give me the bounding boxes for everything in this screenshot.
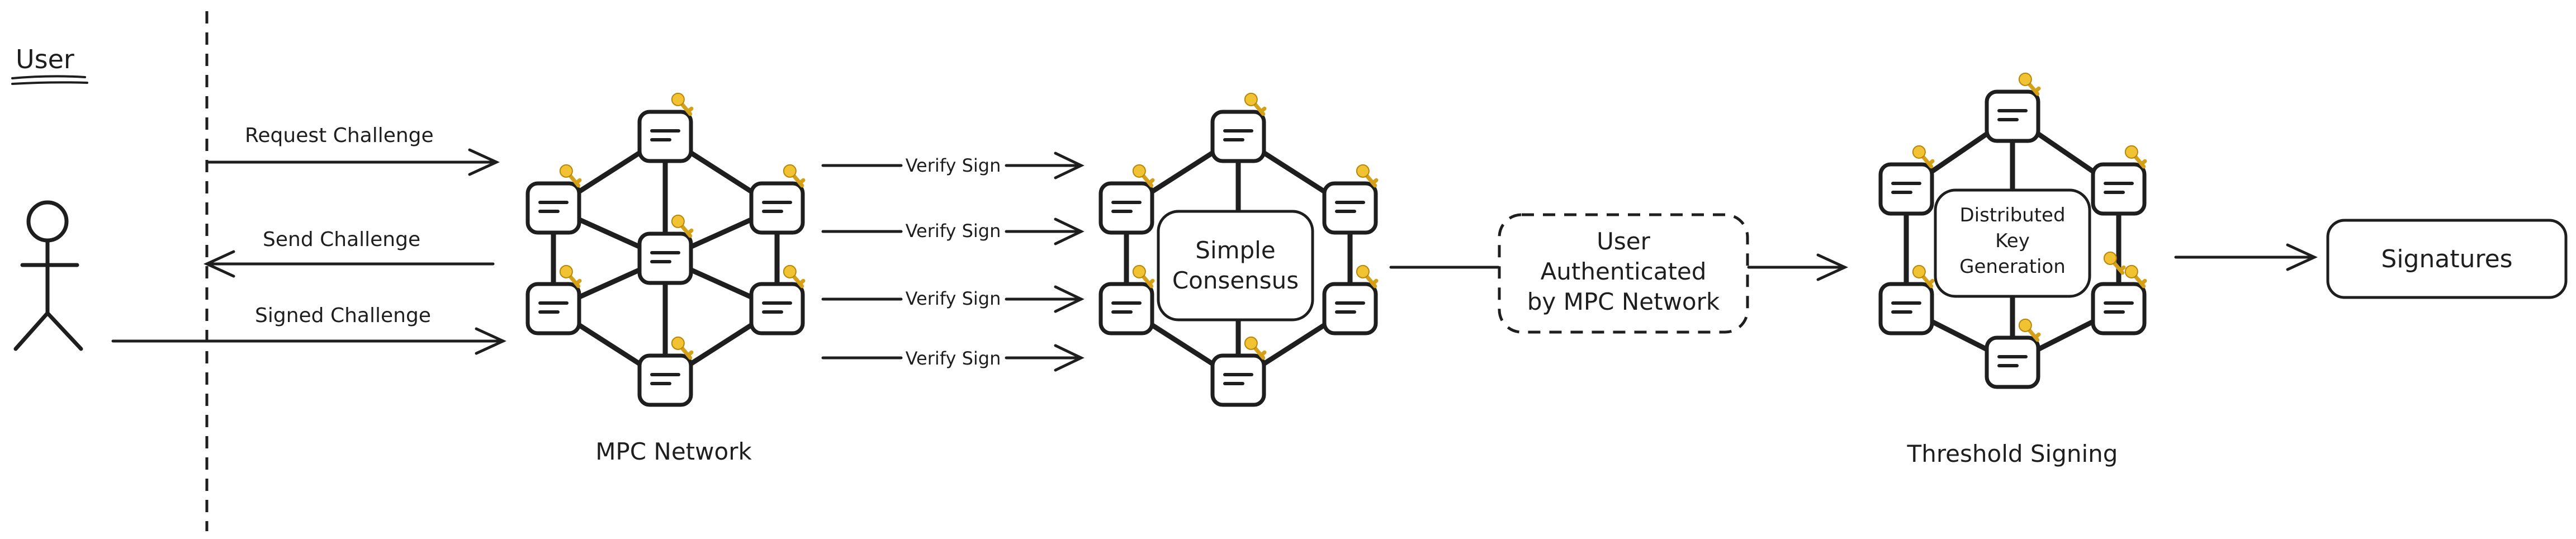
message-request-arrow xyxy=(205,148,500,176)
server-node-icon xyxy=(1878,162,1934,216)
user-title-underline xyxy=(11,75,88,85)
verify-sign-label: Verify Sign xyxy=(906,155,1001,176)
verify-sign-arrow xyxy=(821,344,1085,372)
key-icon xyxy=(1132,264,1155,289)
server-node-icon xyxy=(2091,162,2147,216)
verify-sign-arrow xyxy=(821,152,1085,179)
key-icon xyxy=(1912,264,1935,289)
dkg-box xyxy=(1934,188,2091,298)
consensus-cluster xyxy=(1098,92,1379,407)
server-node-icon xyxy=(637,353,693,407)
dkg-label-line1: Distributed xyxy=(1959,204,2065,226)
server-node-icon xyxy=(1985,335,2040,389)
key-icon xyxy=(671,336,694,360)
authenticated-label-line2: Authenticated xyxy=(1541,258,1707,285)
consensus-box xyxy=(1157,210,1314,321)
key-icon xyxy=(671,214,694,238)
consensus-label-line1: Simple xyxy=(1195,237,1275,264)
verify-sign-label: Verify Sign xyxy=(906,288,1001,309)
server-node-icon xyxy=(525,282,581,335)
stick-figure-icon xyxy=(13,200,83,351)
dkg-label-line3: Generation xyxy=(1959,256,2066,278)
server-node-icon xyxy=(1098,181,1154,235)
key-icon xyxy=(783,164,806,188)
key-icon xyxy=(1132,164,1155,188)
verify-sign-label: Verify Sign xyxy=(906,348,1001,369)
key-icon xyxy=(2018,72,2041,96)
key-icon xyxy=(671,92,694,116)
key-icon xyxy=(2018,318,2041,342)
threshold-signing-label: Threshold Signing xyxy=(1907,440,2118,467)
server-node-icon xyxy=(525,181,581,235)
server-node-icon xyxy=(1322,181,1378,235)
user-authenticated-box xyxy=(1498,213,1749,334)
dkg-to-signatures-arrow xyxy=(2174,243,2318,271)
verify-sign-arrows xyxy=(821,152,1085,372)
verify-sign-arrow xyxy=(821,218,1085,245)
mpc-network-cluster xyxy=(525,92,806,407)
key-icon xyxy=(2124,264,2147,289)
key-icon xyxy=(783,264,806,289)
signatures-box xyxy=(2326,219,2568,299)
authenticated-label-line1: User xyxy=(1597,228,1650,255)
key-icon xyxy=(559,164,582,188)
verify-sign-arrow xyxy=(821,285,1085,313)
message-request-label: Request Challenge xyxy=(245,124,434,147)
message-send-label: Send Challenge xyxy=(263,228,420,251)
consensus-label-line2: Consensus xyxy=(1172,267,1299,294)
message-signed-arrow xyxy=(111,327,507,355)
server-node-icon xyxy=(2091,282,2147,335)
server-node-icon xyxy=(637,231,693,285)
server-node-icon xyxy=(1210,110,1266,163)
key-icon xyxy=(2103,251,2126,275)
auth-to-dkg-arrow xyxy=(1747,253,1849,281)
dkg-label-line2: Key xyxy=(1995,230,2030,252)
key-icon xyxy=(1244,92,1267,116)
server-node-icon xyxy=(1985,89,2040,143)
server-node-icon xyxy=(1878,282,1934,335)
user-title: User xyxy=(16,44,74,74)
authenticated-label-line3: by MPC Network xyxy=(1527,288,1720,315)
message-signed-label: Signed Challenge xyxy=(255,304,431,327)
server-node-icon xyxy=(1098,282,1154,335)
message-send-arrow xyxy=(203,250,495,278)
key-icon xyxy=(1244,336,1267,360)
key-icon xyxy=(2124,145,2147,169)
key-icon xyxy=(1912,145,1935,169)
key-icon xyxy=(559,264,582,289)
server-node-icon xyxy=(1322,282,1378,335)
verify-sign-label: Verify Sign xyxy=(906,220,1001,242)
key-icon xyxy=(1356,264,1379,289)
key-icon xyxy=(1356,164,1379,188)
signatures-label: Signatures xyxy=(2381,245,2512,273)
threshold-signing-cluster xyxy=(1878,72,2147,389)
mpc-network-label: MPC Network xyxy=(595,438,752,465)
server-node-icon xyxy=(1210,353,1266,407)
server-node-icon xyxy=(749,181,805,235)
server-node-icon xyxy=(749,282,805,335)
server-node-icon xyxy=(637,110,693,163)
